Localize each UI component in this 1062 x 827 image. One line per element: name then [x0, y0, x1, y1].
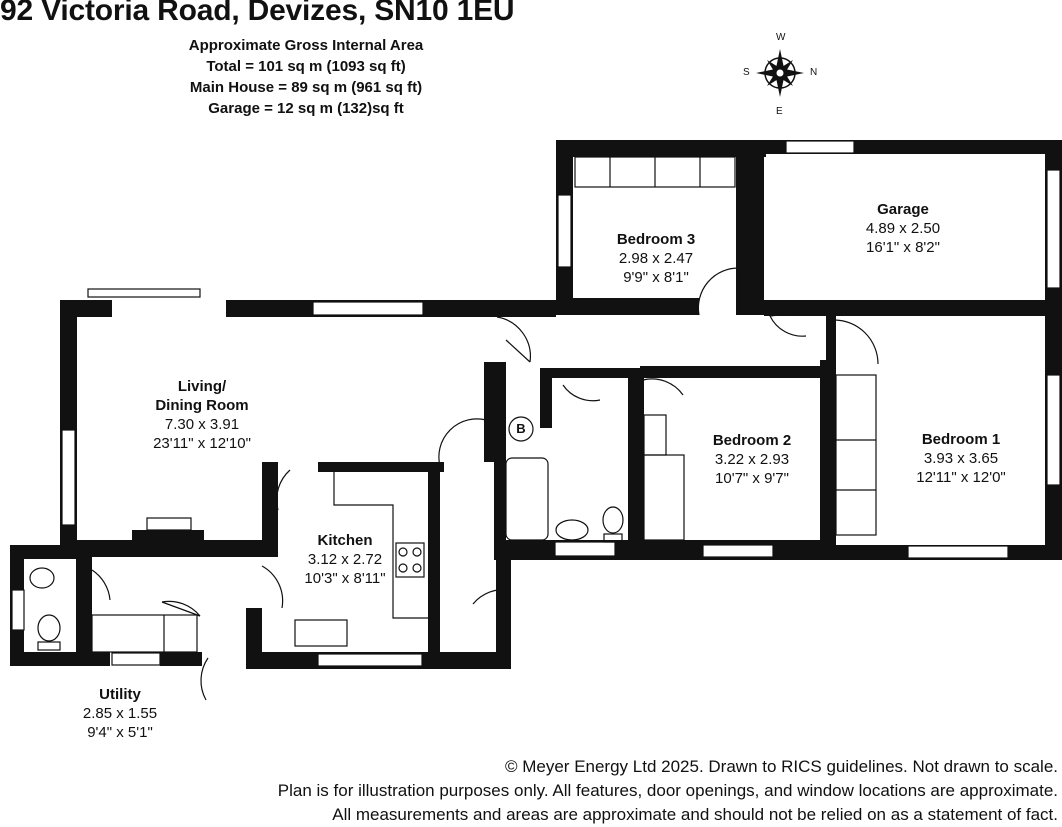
room-name: Kitchen — [317, 532, 373, 549]
disclaimer: © Meyer Energy Ltd 2025. Drawn to RICS g… — [278, 755, 1058, 827]
room-name-line2: Dining Room — [155, 397, 249, 414]
compass-rose — [756, 49, 804, 97]
room-imperial: 10'7" x 9'7" — [715, 470, 789, 487]
property-address: 92 Victoria Road, Devizes, SN10 1EU — [0, 0, 515, 27]
room-metric: 3.93 x 3.65 — [923, 450, 999, 467]
room-metric: 7.30 x 3.91 — [164, 416, 240, 433]
room-name: Bedroom 2 — [712, 432, 792, 449]
disclaimer-line2: Plan is for illustration purposes only. … — [277, 781, 1058, 800]
room-imperial: 9'4" x 5'1" — [87, 724, 153, 741]
room-name-line1: Living/ — [177, 378, 227, 395]
doors — [91, 267, 879, 701]
room-metric: 3.12 x 2.72 — [307, 551, 383, 568]
room-label-living-dining: Living/ Dining Room 7.30 x 3.91 23'11" x… — [132, 377, 272, 453]
compass-south-label: S — [743, 67, 750, 78]
disclaimer-line1: © Meyer Energy Ltd 2025. Drawn to RICS g… — [504, 757, 1058, 776]
room-name: Bedroom 1 — [921, 431, 1001, 448]
room-label-garage: Garage 4.89 x 2.50 16'1" x 8'2" — [843, 200, 963, 257]
compass-east-label: E — [776, 106, 783, 117]
disclaimer-line3: All measurements and areas are approxima… — [332, 805, 1058, 824]
room-name: Garage — [877, 201, 929, 218]
area-summary: Approximate Gross Internal Area Total = … — [118, 35, 494, 119]
boiler-label: B — [516, 421, 526, 436]
room-label-bedroom3: Bedroom 3 2.98 x 2.47 9'9" x 8'1" — [596, 230, 716, 287]
fixtures — [29, 156, 877, 653]
room-imperial: 10'3" x 8'11" — [304, 570, 386, 587]
compass-west-label: W — [776, 32, 786, 43]
area-main-house: Main House = 89 sq m (961 sq ft) — [189, 79, 423, 96]
room-imperial: 9'9" x 8'1" — [623, 269, 689, 286]
area-total: Total = 101 sq m (1093 sq ft) — [206, 58, 406, 75]
room-imperial: 12'11" x 12'0" — [916, 469, 1006, 486]
room-label-bedroom2: Bedroom 2 3.22 x 2.93 10'7" x 9'7" — [692, 431, 812, 488]
windows — [11, 140, 1061, 667]
room-label-kitchen: Kitchen 3.12 x 2.72 10'3" x 8'11" — [285, 531, 405, 588]
room-metric: 3.22 x 2.93 — [714, 451, 790, 468]
area-heading: Approximate Gross Internal Area — [188, 37, 424, 54]
room-name: Bedroom 3 — [616, 231, 696, 248]
room-metric: 4.89 x 2.50 — [865, 220, 941, 237]
room-metric: 2.85 x 1.55 — [82, 705, 158, 722]
room-imperial: 23'11" x 12'10" — [153, 435, 251, 452]
area-garage: Garage = 12 sq m (132)sq ft — [208, 100, 404, 117]
compass-north-label: N — [810, 67, 818, 78]
room-label-utility: Utility 2.85 x 1.55 9'4" x 5'1" — [60, 685, 180, 742]
room-name: Utility — [99, 686, 141, 703]
room-label-bedroom1: Bedroom 1 3.93 x 3.65 12'11" x 12'0" — [896, 430, 1026, 487]
room-imperial: 16'1" x 8'2" — [866, 239, 940, 256]
room-metric: 2.98 x 2.47 — [618, 250, 694, 267]
